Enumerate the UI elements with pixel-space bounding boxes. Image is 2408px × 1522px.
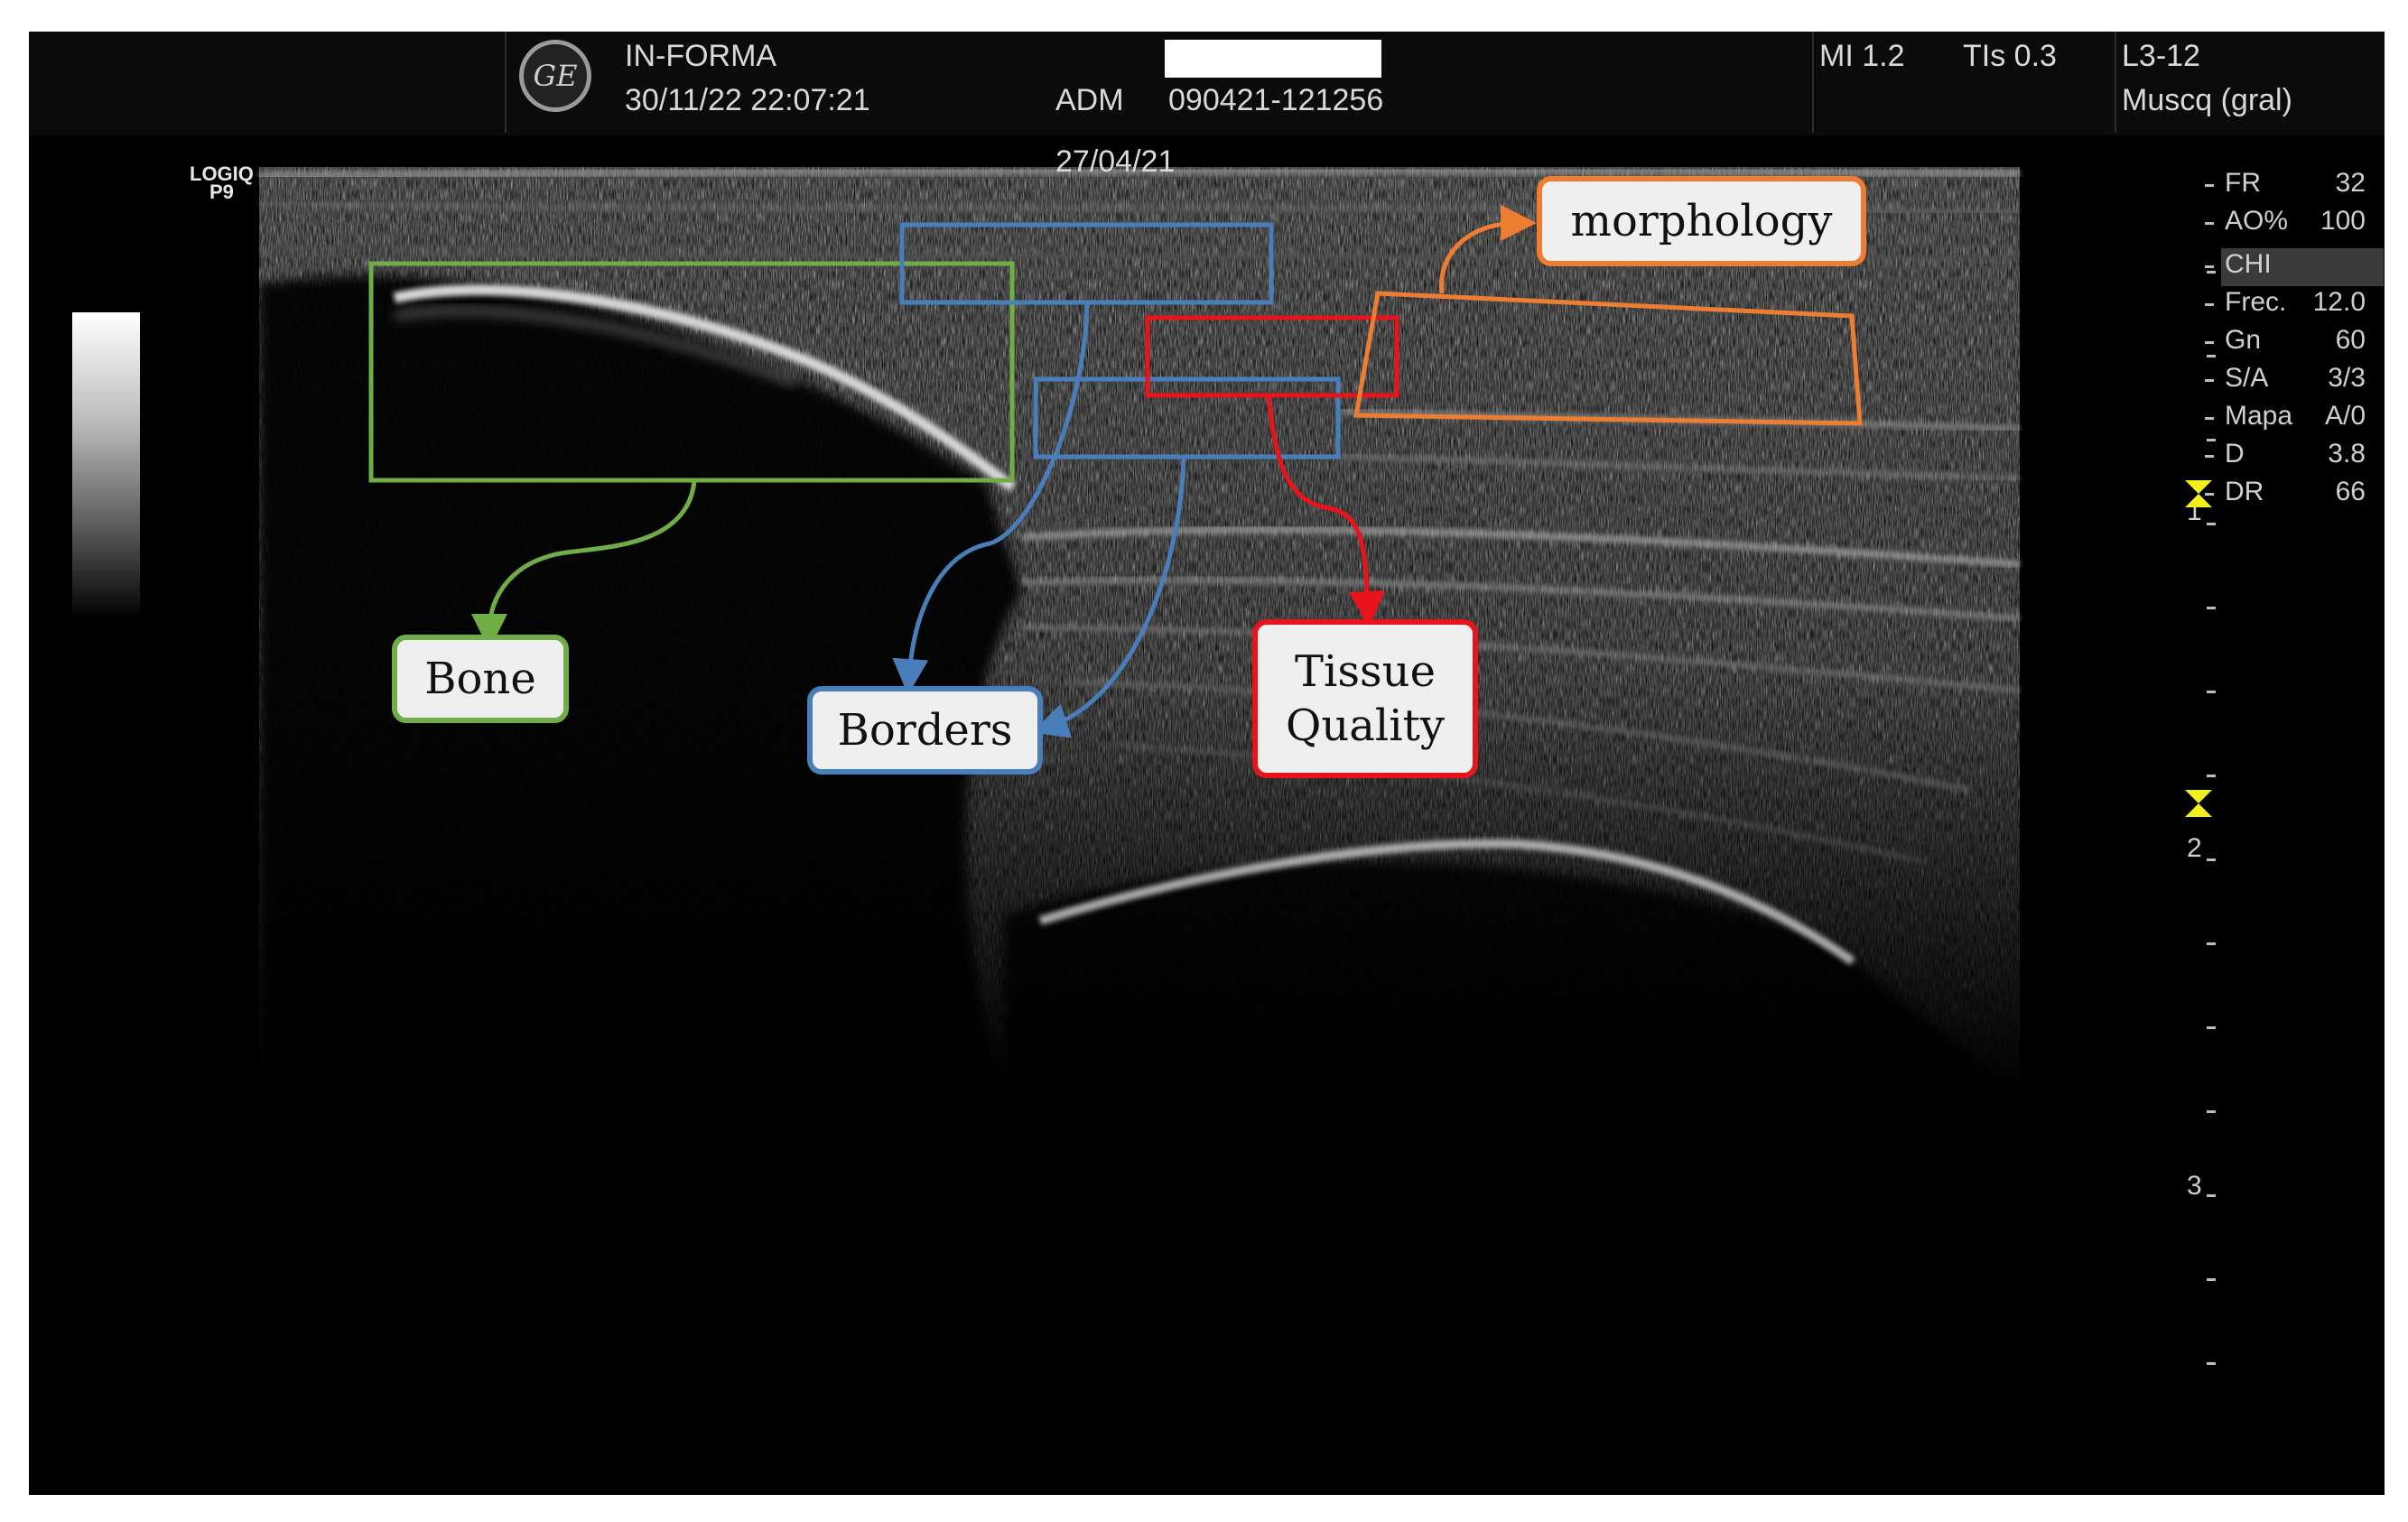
depth-tick: [2207, 775, 2216, 777]
borders-arrow-upper: [892, 302, 1090, 695]
param-name: Frec.: [2225, 287, 2287, 317]
depth-tick: [2207, 439, 2216, 441]
depth-tick: [2207, 942, 2216, 945]
depth-number: 3: [2187, 1171, 2202, 1201]
param-value: 60: [2335, 325, 2366, 355]
param-value: 100: [2320, 206, 2366, 236]
param-tick: [2205, 417, 2214, 420]
tissue-quality-region-box: [1145, 315, 1399, 398]
param-name: Gn: [2225, 325, 2262, 355]
annotation-overlay: [368, 205, 1863, 738]
param-name: Mapa: [2225, 401, 2293, 431]
depth-tick: [2207, 1194, 2216, 1197]
param-name: DR: [2225, 477, 2264, 506]
param-value: 3/3: [2328, 363, 2366, 393]
redacted-patient-name: [1165, 40, 1381, 78]
preset-name: Muscq (gral): [2122, 83, 2292, 117]
depth-tick: [2207, 271, 2216, 274]
param-tick: [2205, 379, 2214, 382]
focus-marker-icon: [2185, 480, 2212, 507]
morphology-region-box: [1353, 291, 1863, 426]
depth-tick: [2207, 1026, 2216, 1029]
depth-tick: [2207, 691, 2216, 693]
probe-name: L3-12: [2122, 39, 2200, 73]
chi-highlight: [2221, 248, 2384, 286]
param-tick: [2205, 265, 2214, 268]
param-value: 32: [2335, 168, 2366, 198]
param-tick: [2205, 455, 2214, 458]
param-tick: [2205, 493, 2214, 496]
param-name: CHI: [2225, 249, 2272, 279]
depth-tick: [2207, 523, 2216, 525]
institution-name: IN-FORMA: [625, 39, 777, 73]
depth-tick: [2207, 858, 2216, 861]
param-value: 66: [2335, 477, 2366, 506]
depth-tick: [2207, 607, 2216, 609]
focus-marker-icon: [2185, 790, 2212, 817]
device-model: LOGIQ P9: [190, 162, 254, 203]
tissue-quality-label: Tissue Quality: [1252, 619, 1478, 778]
param-tick: [2205, 222, 2214, 225]
tissue-quality-arrow: [1266, 394, 1385, 627]
param-value: 3.8: [2328, 439, 2366, 469]
device-model-line2: P9: [209, 181, 234, 203]
exam-date: 27/04/21: [1055, 144, 1176, 179]
depth-number: 2: [2187, 833, 2202, 863]
thermal-index: TIs 0.3: [1963, 39, 2057, 73]
depth-tick: [2207, 1278, 2216, 1281]
ultrasound-screen: GE IN-FORMA 30/11/22 22:07:21 ADM 090421…: [29, 32, 2385, 1495]
param-tick: [2205, 303, 2214, 306]
param-name: FR: [2225, 168, 2261, 198]
borders-arrow-lower: [1032, 456, 1186, 738]
morphology-arrow: [1438, 205, 1537, 294]
param-value: A/0: [2324, 401, 2366, 431]
bone-arrow: [471, 479, 697, 650]
mechanical-index: MI 1.2: [1819, 39, 1905, 73]
header-divider: [505, 32, 507, 133]
borders-label: Borders: [807, 686, 1043, 775]
param-tick: [2205, 184, 2214, 187]
header-divider: [1812, 32, 1814, 133]
param-name: D: [2225, 439, 2245, 469]
exam-datetime: 30/11/22 22:07:21: [625, 83, 870, 117]
header-divider: [2115, 32, 2116, 133]
operator-id: ADM: [1055, 83, 1124, 117]
patient-id: 090421-121256: [1168, 83, 1384, 117]
ultrasound-image: [258, 165, 2021, 1097]
depth-tick: [2207, 1110, 2216, 1113]
gray-map-bar: [72, 312, 140, 619]
morphology-label: morphology: [1537, 176, 1866, 266]
param-name: S/A: [2225, 363, 2269, 393]
depth-tick: [2207, 355, 2216, 357]
param-tick: [2205, 341, 2214, 344]
depth-tick: [2207, 1362, 2216, 1365]
ge-logo-icon: GE: [519, 40, 591, 112]
borders-region-box-lower: [1033, 376, 1341, 459]
param-name: AO%: [2225, 206, 2289, 236]
bone-region-box: [368, 261, 1015, 483]
bone-label: Bone: [392, 635, 569, 723]
param-value: 12.0: [2312, 287, 2366, 317]
device-model-line1: LOGIQ: [190, 162, 254, 185]
